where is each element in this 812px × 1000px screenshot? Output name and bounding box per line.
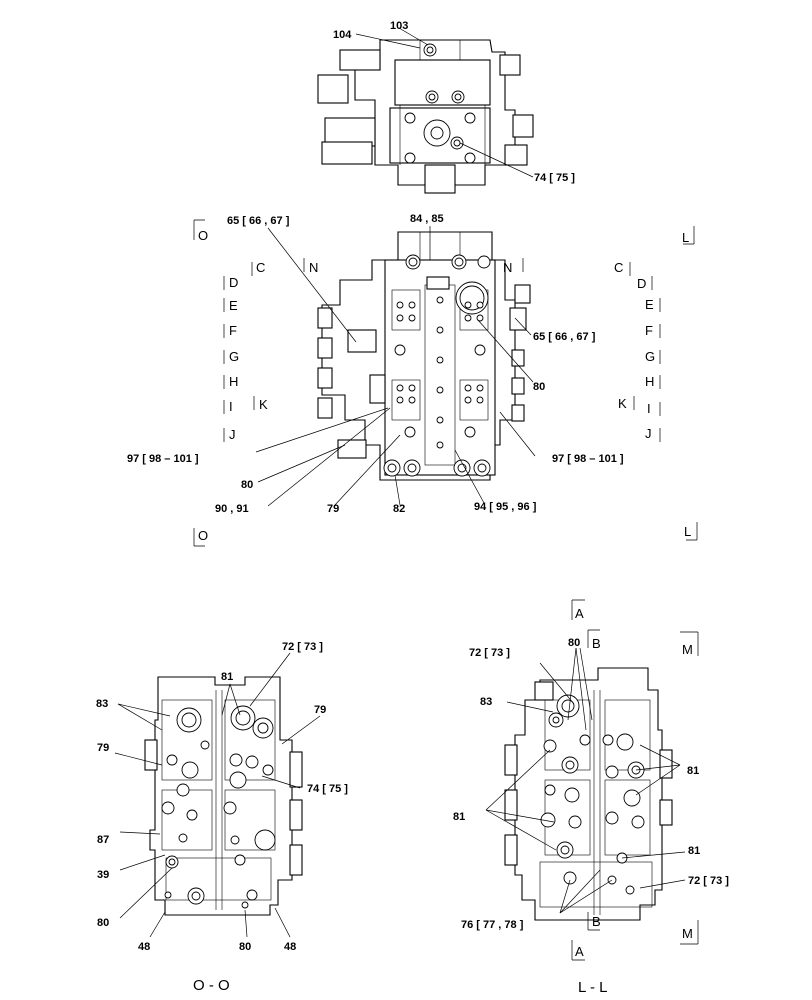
label-74-oo: 74 [ 75 ] bbox=[307, 783, 348, 795]
section-F-left: F bbox=[229, 323, 237, 338]
label-81-ll-lower: 81 bbox=[688, 845, 700, 857]
section-B-top: B bbox=[592, 636, 601, 651]
section-G-right: G bbox=[645, 349, 655, 364]
label-81-oo: 81 bbox=[221, 671, 233, 683]
section-I-left: I bbox=[229, 399, 233, 414]
label-97-left: 97 [ 98 – 101 ] bbox=[127, 453, 199, 465]
label-90-91: 90 , 91 bbox=[215, 503, 249, 515]
label-103: 103 bbox=[390, 20, 408, 32]
section-F-right: F bbox=[645, 323, 653, 338]
label-65-left: 65 [ 66 , 67 ] bbox=[227, 215, 290, 227]
section-B-bottom: B bbox=[592, 914, 601, 929]
middle-valve-view: 65 [ 66 , 67 ] 84 , 85 65 [ 66 , 67 ] 80… bbox=[127, 213, 698, 547]
section-E-left: E bbox=[229, 298, 238, 313]
section-A-top: A bbox=[575, 606, 584, 621]
section-H-left: H bbox=[229, 374, 238, 389]
section-H-right: H bbox=[645, 374, 654, 389]
caption-oo: O - O bbox=[193, 977, 230, 994]
section-K-right: K bbox=[618, 396, 627, 411]
port-grid bbox=[394, 296, 486, 449]
section-N-right: N bbox=[503, 260, 512, 275]
section-C-left: C bbox=[256, 260, 265, 275]
label-48-oo-left: 48 bbox=[138, 941, 150, 953]
section-D-left: D bbox=[229, 275, 238, 290]
section-I-right: I bbox=[647, 401, 651, 416]
label-74: 74 [ 75 ] bbox=[534, 172, 575, 184]
label-87-oo: 87 bbox=[97, 834, 109, 846]
label-72-ll-top: 72 [ 73 ] bbox=[469, 647, 510, 659]
label-83-oo: 83 bbox=[96, 698, 108, 710]
label-81-ll-right: 81 bbox=[687, 765, 699, 777]
section-oo-view: 72 [ 73 ] 81 83 79 79 74 [ 75 ] 87 39 80… bbox=[96, 641, 348, 994]
label-39-oo: 39 bbox=[97, 869, 109, 881]
section-J-right: J bbox=[645, 426, 652, 441]
label-80-ll: 80 bbox=[568, 637, 580, 649]
section-J-left: J bbox=[229, 427, 236, 442]
section-N-left: N bbox=[309, 260, 318, 275]
caption-ll: L - L bbox=[578, 979, 607, 996]
top-valve-view: 104 103 74 [ 75 ] bbox=[317, 20, 575, 194]
label-79: 79 bbox=[327, 503, 339, 515]
label-94: 94 [ 95 , 96 ] bbox=[474, 501, 537, 513]
label-79-oo-left: 79 bbox=[97, 742, 109, 754]
label-80-right: 80 bbox=[533, 381, 545, 393]
section-A-bottom: A bbox=[575, 944, 584, 959]
label-76-ll: 76 [ 77 , 78 ] bbox=[461, 919, 524, 931]
section-markers: O O L L N N C D E F G H I K J C D E F G bbox=[193, 219, 698, 547]
label-81-ll-left: 81 bbox=[453, 811, 465, 823]
section-K-left: K bbox=[259, 397, 268, 412]
section-D-right: D bbox=[637, 276, 646, 291]
label-84-85: 84 , 85 bbox=[410, 213, 444, 225]
label-79-oo-right: 79 bbox=[314, 704, 326, 716]
label-83-ll: 83 bbox=[480, 696, 492, 708]
label-48-oo-right: 48 bbox=[284, 941, 296, 953]
label-104: 104 bbox=[333, 29, 352, 41]
section-ll-view: 80 72 [ 73 ] 83 81 81 81 72 [ 73 ] 76 [ … bbox=[453, 599, 729, 996]
section-G-left: G bbox=[229, 349, 239, 364]
label-80-oo-bottom: 80 bbox=[239, 941, 251, 953]
label-80-oo-left: 80 bbox=[97, 917, 109, 929]
section-L-top: L bbox=[682, 230, 689, 245]
label-80-left: 80 bbox=[241, 479, 253, 491]
section-E-right: E bbox=[645, 297, 654, 312]
section-O-bottom: O bbox=[198, 528, 208, 543]
section-M-bottom: M bbox=[682, 926, 693, 941]
label-65-right: 65 [ 66 , 67 ] bbox=[533, 331, 596, 343]
section-O-top: O bbox=[198, 228, 208, 243]
label-97-right: 97 [ 98 – 101 ] bbox=[552, 453, 624, 465]
label-82: 82 bbox=[393, 503, 405, 515]
label-72-ll-bottom: 72 [ 73 ] bbox=[688, 875, 729, 887]
section-L-bottom: L bbox=[684, 524, 691, 539]
section-markers-ll: A B M B A M bbox=[571, 599, 699, 961]
label-72-oo: 72 [ 73 ] bbox=[282, 641, 323, 653]
section-C-right: C bbox=[614, 260, 623, 275]
section-M-top: M bbox=[682, 642, 693, 657]
